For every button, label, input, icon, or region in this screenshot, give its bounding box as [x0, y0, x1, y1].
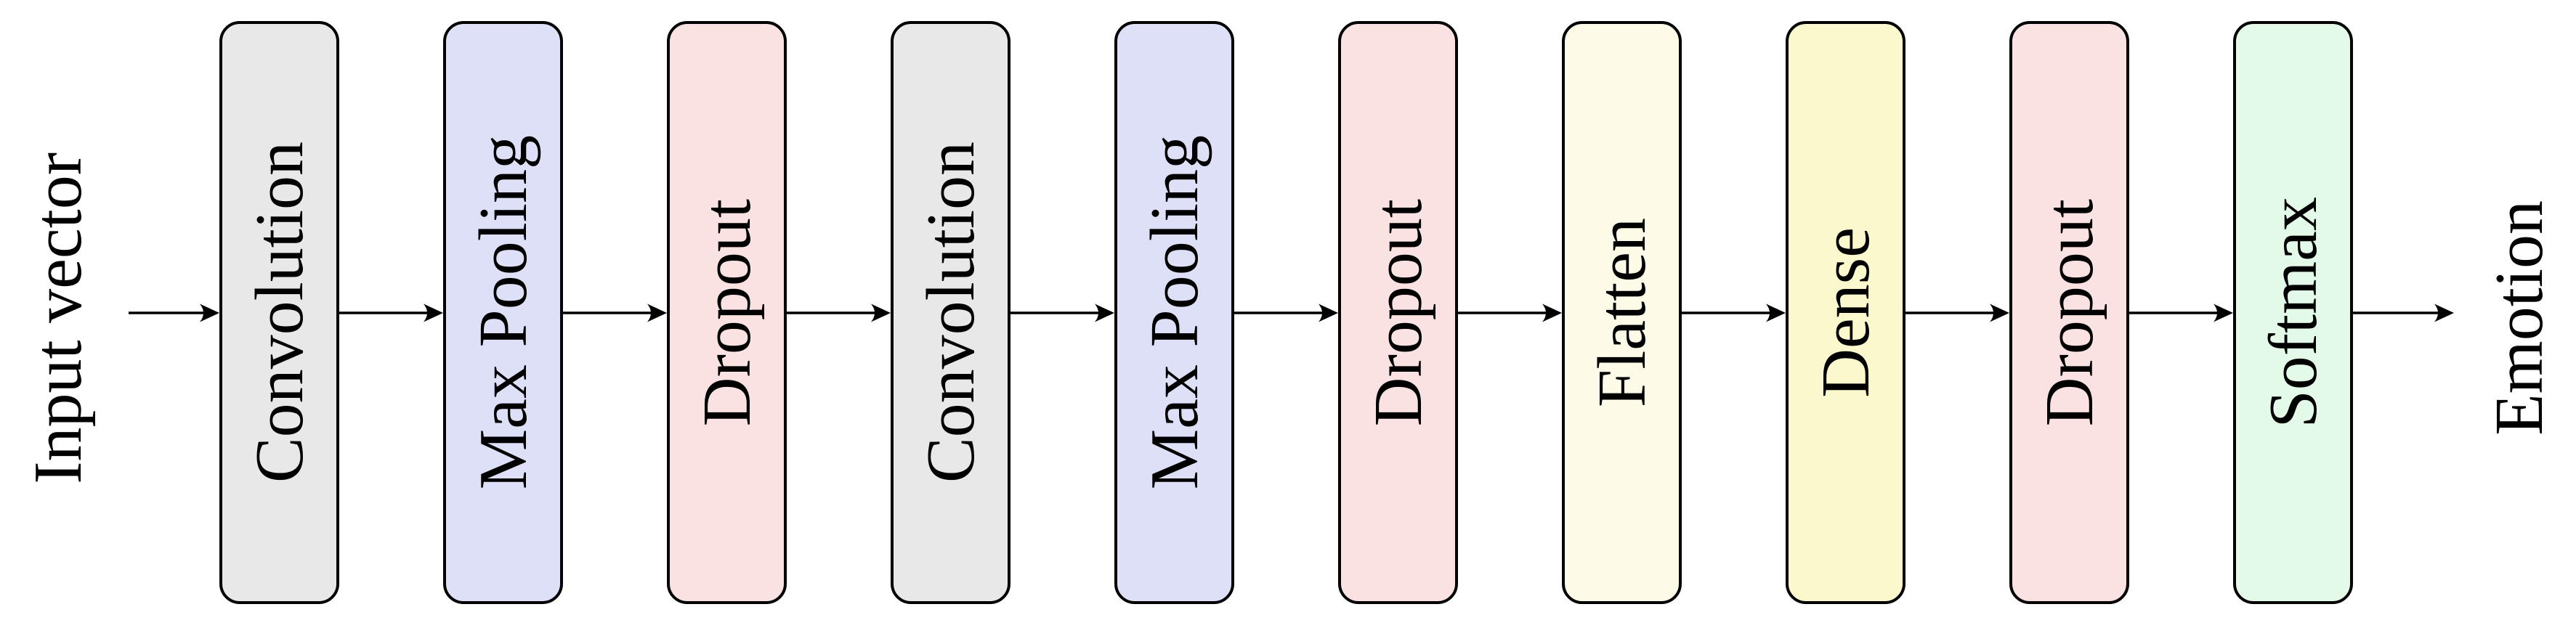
- layer-box-max-pooling-5: Max Pooling: [1114, 21, 1234, 604]
- arrowhead-icon: [200, 303, 219, 322]
- layer-label: Max Pooling: [1136, 135, 1212, 490]
- layer-label: Dropout: [2031, 198, 2107, 427]
- flow-arrow-4: [1010, 303, 1114, 322]
- flow-arrow-10: [2353, 303, 2454, 322]
- layer-label: Dense: [1807, 227, 1884, 398]
- layer-box-flatten-7: Flatten: [1562, 21, 1682, 604]
- flow-arrow-1: [339, 303, 443, 322]
- arrowhead-icon: [1095, 303, 1114, 322]
- flow-arrow-9: [2129, 303, 2233, 322]
- flow-arrow-7: [1682, 303, 1786, 322]
- layer-label: Softmax: [2255, 197, 2331, 428]
- flow-arrow-6: [1458, 303, 1562, 322]
- arrowhead-icon: [1766, 303, 1786, 322]
- arrowhead-icon: [2434, 303, 2454, 322]
- layer-box-dropout-6: Dropout: [1338, 21, 1458, 604]
- flow-arrow-5: [1234, 303, 1338, 322]
- layer-box-convolution-1: Convolution: [219, 21, 339, 604]
- input-vector-label-text: Input vector: [20, 152, 96, 484]
- layer-box-dropout-3: Dropout: [667, 21, 787, 604]
- flow-arrow-8: [1905, 303, 2009, 322]
- arrowhead-icon: [2214, 303, 2233, 322]
- input-vector-label: Input vector: [0, 0, 116, 636]
- layer-label: Convolution: [241, 142, 317, 484]
- flow-arrow-0: [129, 303, 219, 322]
- flow-arrow-2: [563, 303, 667, 322]
- layer-box-softmax-10: Softmax: [2233, 21, 2353, 604]
- flow-arrow-3: [787, 303, 891, 322]
- arrowhead-icon: [871, 303, 891, 322]
- layer-label: Flatten: [1584, 217, 1660, 408]
- layer-label: Dropout: [689, 198, 765, 427]
- arrowhead-icon: [1542, 303, 1562, 322]
- layer-box-dropout-9: Dropout: [2009, 21, 2129, 604]
- layer-label: Convolution: [912, 142, 989, 484]
- layer-label: Dropout: [1360, 198, 1436, 427]
- layer-label: Max Pooling: [465, 135, 541, 490]
- layer-box-max-pooling-2: Max Pooling: [443, 21, 563, 604]
- arrowhead-icon: [1319, 303, 1338, 322]
- layer-box-dense-8: Dense: [1786, 21, 1905, 604]
- layer-box-convolution-4: Convolution: [891, 21, 1010, 604]
- arrowhead-icon: [647, 303, 667, 322]
- arrowhead-icon: [1990, 303, 2009, 322]
- emotion-output-label: Emotion: [2461, 0, 2576, 636]
- emotion-output-label-text: Emotion: [2482, 200, 2557, 436]
- arrowhead-icon: [424, 303, 443, 322]
